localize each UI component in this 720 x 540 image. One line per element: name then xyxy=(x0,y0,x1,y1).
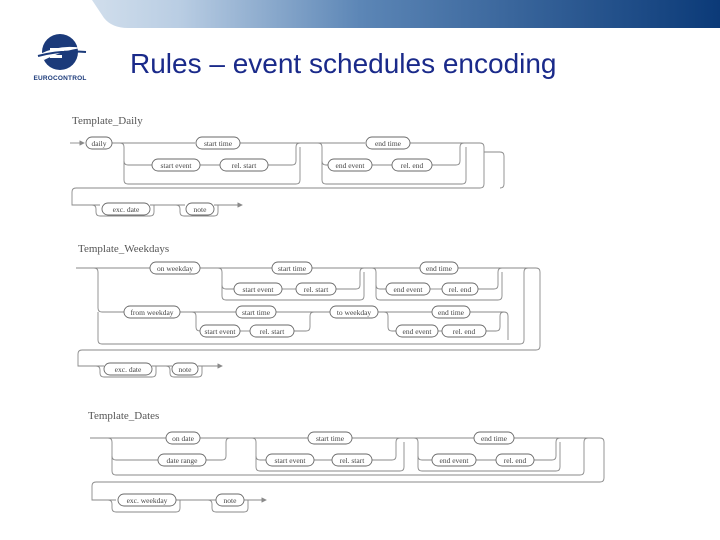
diagram-title: Template_Dates xyxy=(88,410,159,422)
node-to-weekday: to weekday xyxy=(329,305,379,319)
svg-text:start time: start time xyxy=(316,434,345,443)
svg-text:end time: end time xyxy=(481,434,508,443)
svg-text:rel. end: rel. end xyxy=(401,161,424,170)
node-from-weekday: from weekday xyxy=(123,305,181,319)
svg-text:rel. start: rel. start xyxy=(232,161,257,170)
logo-text: EUROCONTROL xyxy=(33,75,87,82)
svg-text:end event: end event xyxy=(440,456,470,465)
diagram-template-weekdays: Template_Weekdays xyxy=(76,243,541,378)
node-daily: daily xyxy=(85,136,113,150)
node-rel-start: rel. start xyxy=(331,453,373,467)
node-end-time-2: end time xyxy=(431,305,471,319)
svg-text:rel. start: rel. start xyxy=(340,456,365,465)
svg-text:note: note xyxy=(224,496,238,505)
node-rel-start-2: rel. start xyxy=(249,324,295,338)
diagram-title: Template_Weekdays xyxy=(78,243,169,255)
node-start-time: start time xyxy=(271,261,313,275)
node-note: note xyxy=(185,202,215,216)
svg-text:end time: end time xyxy=(375,139,402,148)
eurocontrol-logo: EUROCONTROL xyxy=(30,30,90,86)
svg-text:end event: end event xyxy=(403,327,433,336)
node-end-time: end time xyxy=(473,431,515,445)
svg-text:start event: start event xyxy=(242,285,274,294)
svg-text:rel. start: rel. start xyxy=(260,327,285,336)
svg-text:start event: start event xyxy=(160,161,192,170)
svg-text:from weekday: from weekday xyxy=(130,308,173,317)
node-on-date: on date xyxy=(165,431,201,445)
node-rel-end: rel. end xyxy=(441,282,479,296)
top-banner xyxy=(0,0,720,28)
node-date-range: date range xyxy=(157,453,207,467)
node-end-event: end event xyxy=(385,282,431,296)
node-start-time-2: start time xyxy=(235,305,277,319)
diagram-template-dates: Template_Dates on date start time xyxy=(88,410,605,513)
svg-text:date range: date range xyxy=(166,456,198,465)
node-start-event: start event xyxy=(151,158,201,172)
node-end-time: end time xyxy=(419,261,459,275)
svg-text:exc. date: exc. date xyxy=(115,365,142,374)
node-end-time: end time xyxy=(365,136,411,150)
node-on-weekday: on weekday xyxy=(149,261,201,275)
node-note: note xyxy=(171,362,199,376)
node-rel-end: rel. end xyxy=(495,453,535,467)
svg-text:on weekday: on weekday xyxy=(157,264,193,273)
node-end-event-2: end event xyxy=(395,324,439,338)
node-start-time: start time xyxy=(307,431,353,445)
svg-text:note: note xyxy=(194,205,208,214)
node-start-time: start time xyxy=(195,136,241,150)
node-exc-date: exc. date xyxy=(103,362,153,376)
node-exc-weekday: exc. weekday xyxy=(117,493,177,507)
svg-text:on date: on date xyxy=(172,434,195,443)
svg-text:rel. end: rel. end xyxy=(449,285,472,294)
svg-text:note: note xyxy=(179,365,193,374)
svg-text:to weekday: to weekday xyxy=(337,308,372,317)
node-rel-end: rel. end xyxy=(391,158,433,172)
svg-text:start event: start event xyxy=(204,327,236,336)
node-rel-end-2: rel. end xyxy=(441,324,487,338)
svg-text:end time: end time xyxy=(426,264,453,273)
node-end-event: end event xyxy=(431,453,477,467)
node-exc-date: exc. date xyxy=(101,202,151,216)
node-start-event-2: start event xyxy=(199,324,241,338)
svg-text:end event: end event xyxy=(394,285,424,294)
svg-text:start event: start event xyxy=(274,456,306,465)
node-rel-start: rel. start xyxy=(295,282,337,296)
svg-text:rel. start: rel. start xyxy=(304,285,329,294)
svg-text:end event: end event xyxy=(336,161,366,170)
node-end-event: end event xyxy=(327,158,373,172)
svg-text:rel. end: rel. end xyxy=(504,456,527,465)
node-start-event: start event xyxy=(233,282,283,296)
svg-text:start time: start time xyxy=(242,308,271,317)
svg-text:end time: end time xyxy=(438,308,465,317)
node-start-event: start event xyxy=(265,453,315,467)
svg-text:exc. weekday: exc. weekday xyxy=(127,496,168,505)
node-note: note xyxy=(215,493,245,507)
node-rel-start: rel. start xyxy=(219,158,269,172)
diagram-template-daily: Template_Daily daily start time xyxy=(70,115,505,217)
svg-text:exc. date: exc. date xyxy=(113,205,140,214)
svg-text:daily: daily xyxy=(92,139,107,148)
svg-text:rel. end: rel. end xyxy=(453,327,476,336)
eurocontrol-emblem-icon xyxy=(37,34,87,70)
svg-text:start time: start time xyxy=(278,264,307,273)
svg-text:start time: start time xyxy=(204,139,233,148)
slide-title: Rules – event schedules encoding xyxy=(130,48,557,79)
diagram-title: Template_Daily xyxy=(72,115,143,127)
